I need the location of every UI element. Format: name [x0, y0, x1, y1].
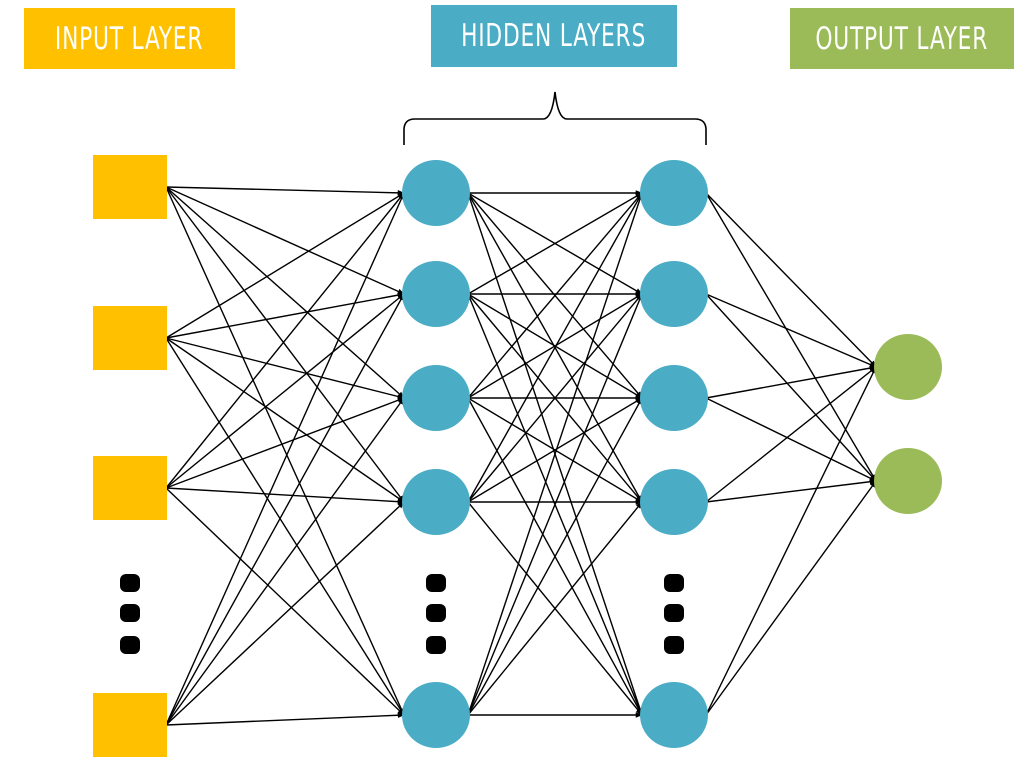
hidden-2-node-3 [640, 365, 708, 431]
input-ellipsis-dot-2 [120, 604, 140, 622]
edge-input-3-to-hidden-1-2 [165, 293, 405, 489]
edge-input-3-to-hidden-1-3 [165, 397, 405, 489]
edge-hidden-1-3-to-hidden-2-1 [467, 192, 643, 399]
edge-hidden-2-2-to-output-2 [705, 293, 877, 482]
edge-input-1-to-hidden-1-2 [165, 186, 405, 295]
input-layer-label: INPUT LAYER [24, 8, 235, 69]
hidden-1-node-5 [402, 682, 470, 748]
edge-input-3-to-hidden-1-4 [165, 487, 405, 505]
hidden-1-ellipsis-dot-3 [426, 636, 446, 654]
edge-hidden-2-1-to-output-2 [705, 192, 877, 482]
edge-hidden-1-4-to-hidden-2-3 [467, 397, 643, 503]
hidden-1-node-1 [402, 160, 470, 226]
input-node-4 [93, 693, 167, 757]
edge-input-4-to-hidden-1-3 [165, 397, 405, 726]
edge-hidden-2-4-to-output-2 [705, 478, 877, 503]
edge-input-4-to-hidden-1-4 [165, 501, 405, 726]
edge-input-2-to-hidden-1-4 [165, 337, 405, 503]
edge-input-3-to-hidden-1-1 [165, 192, 405, 489]
edge-input-4-to-hidden-1-5 [165, 712, 405, 726]
output-node-2 [874, 448, 942, 514]
edge-hidden-1-5-to-hidden-2-1 [467, 192, 643, 716]
edge-input-1-to-hidden-1-1 [165, 186, 405, 196]
hidden-2-node-2 [640, 261, 708, 327]
edge-input-3-to-hidden-1-5 [165, 487, 405, 716]
ellipsis-markers [120, 574, 684, 654]
hidden-2-ellipsis-dot-2 [664, 604, 684, 622]
edge-hidden-2-3-to-output-1 [705, 365, 877, 399]
output-layer-label: OUTPUT LAYER [790, 8, 1014, 69]
hidden-1-node-4 [402, 469, 470, 535]
edge-hidden-1-5-to-hidden-2-4 [467, 501, 643, 716]
output-node-1 [874, 334, 942, 400]
edge-hidden-1-2-to-hidden-2-1 [467, 192, 643, 295]
input-ellipsis-dot-1 [120, 574, 140, 592]
edge-hidden-2-1-to-output-1 [705, 192, 877, 368]
edge-hidden-1-3-to-hidden-2-2 [467, 293, 643, 399]
input-layer-label-text: INPUT LAYER [55, 20, 204, 57]
hidden-1-node-3 [402, 365, 470, 431]
input-node-3 [93, 456, 167, 520]
edge-input-1-to-hidden-1-3 [165, 186, 405, 399]
edge-hidden-1-5-to-hidden-2-2 [467, 293, 643, 716]
hidden-layers-label-text: HIDDEN LAYERS [461, 18, 647, 54]
edge-hidden-2-4-to-output-1 [705, 366, 877, 503]
hidden-2-node-4 [640, 469, 708, 535]
edge-hidden-2-5-to-output-1 [705, 366, 877, 716]
hidden-2-ellipsis-dot-1 [664, 574, 684, 592]
hidden-2-node-1 [640, 160, 708, 226]
nodes [93, 155, 942, 757]
edge-hidden-2-2-to-output-1 [705, 293, 877, 368]
edge-input-2-to-hidden-1-2 [165, 292, 405, 339]
edge-input-1-to-hidden-1-5 [165, 186, 405, 716]
edge-input-4-to-hidden-1-1 [165, 192, 405, 726]
hidden-1-ellipsis-dot-1 [426, 574, 446, 592]
input-node-1 [93, 155, 167, 219]
edge-input-2-to-hidden-1-5 [165, 337, 405, 716]
edge-input-2-to-hidden-1-1 [165, 192, 405, 339]
hidden-layers-brace [403, 91, 707, 145]
edge-hidden-2-3-to-output-2 [705, 397, 877, 482]
edge-input-4-to-hidden-1-2 [165, 293, 405, 726]
hidden-1-ellipsis-dot-2 [426, 604, 446, 622]
edge-input-2-to-hidden-1-3 [165, 337, 405, 400]
hidden-2-ellipsis-dot-3 [664, 636, 684, 654]
hidden-layers-label: HIDDEN LAYERS [431, 5, 677, 67]
connections [165, 186, 877, 726]
edge-input-1-to-hidden-1-4 [165, 186, 405, 503]
hidden-2-node-5 [640, 682, 708, 748]
input-node-2 [93, 306, 167, 370]
edge-hidden-1-4-to-hidden-2-2 [467, 293, 643, 503]
edge-hidden-1-5-to-hidden-2-3 [467, 397, 643, 716]
input-ellipsis-dot-3 [120, 636, 140, 654]
output-layer-label-text: OUTPUT LAYER [815, 20, 989, 57]
hidden-1-node-2 [402, 261, 470, 327]
edge-hidden-2-5-to-output-2 [705, 480, 877, 716]
edge-hidden-1-4-to-hidden-2-1 [467, 192, 643, 503]
